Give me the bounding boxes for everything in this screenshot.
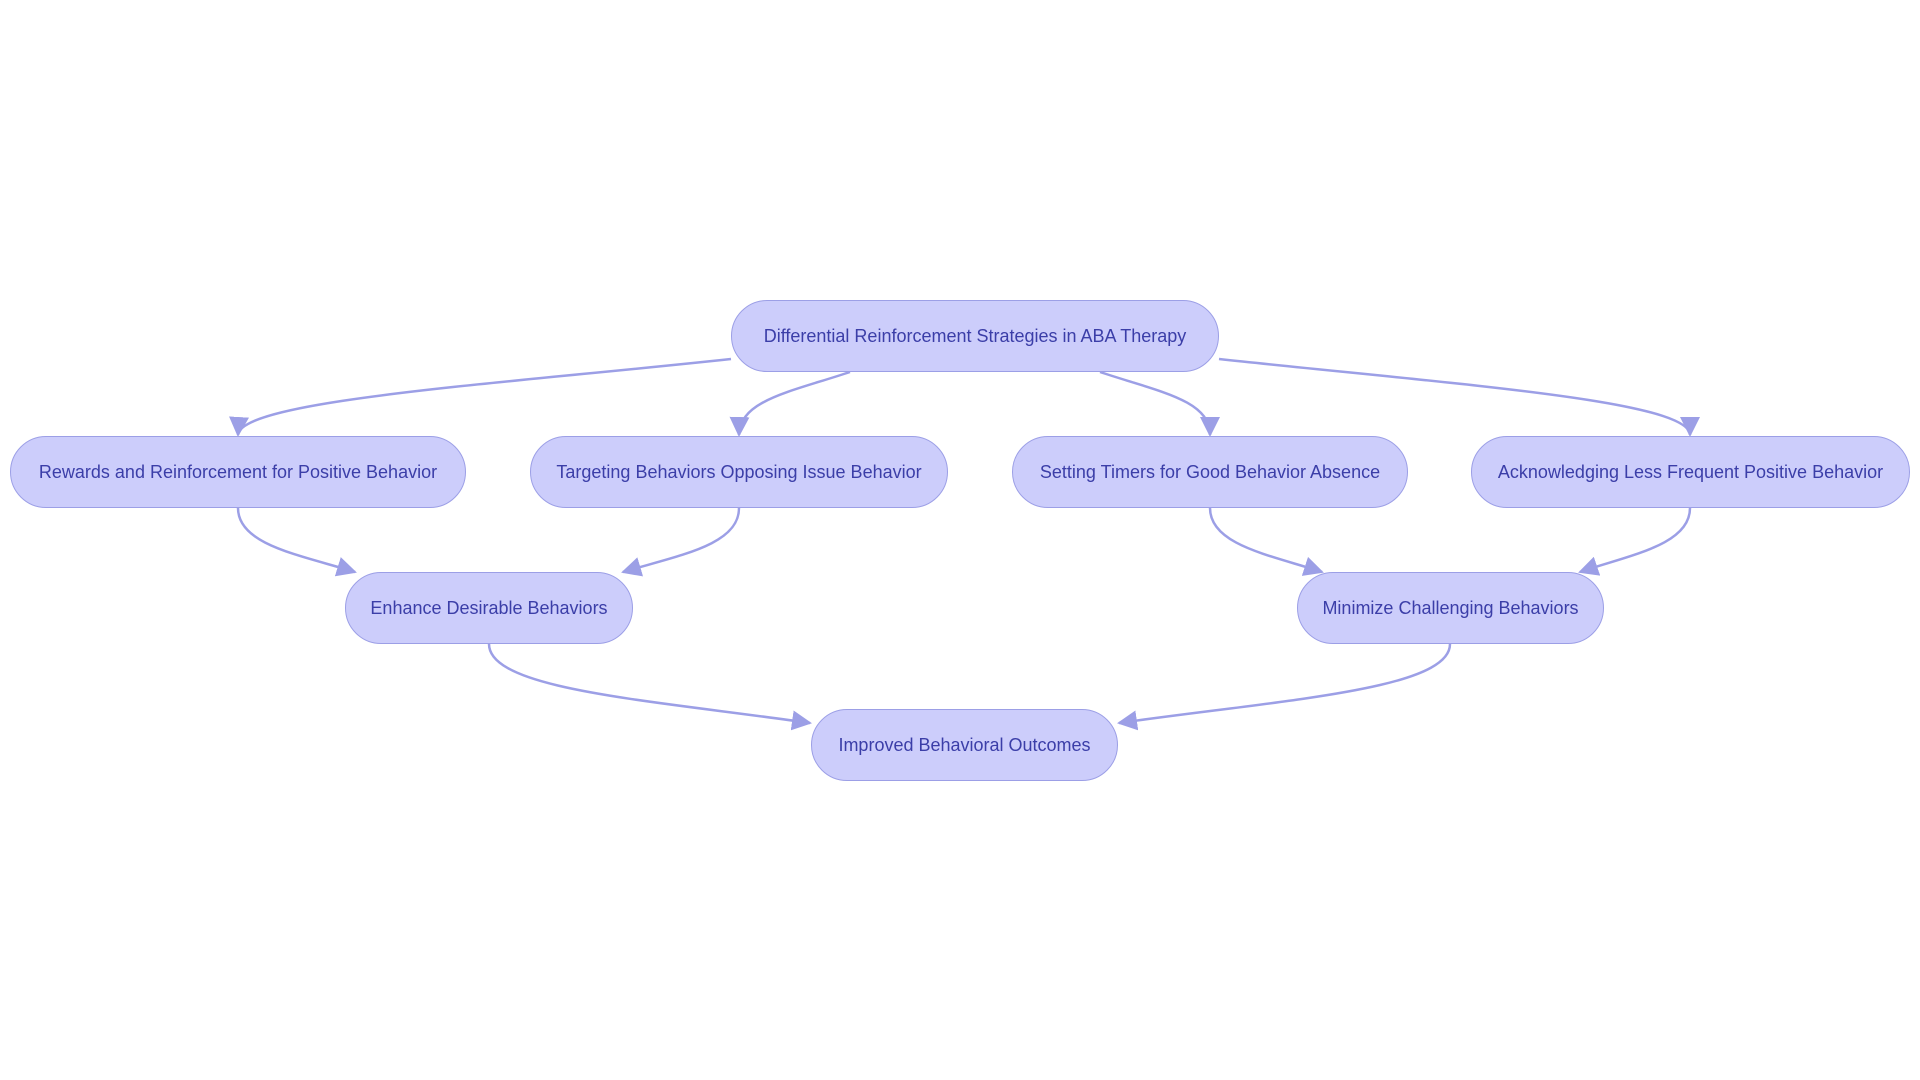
edge-root-to-timers bbox=[1099, 370, 1220, 437]
node-differential-reinforcement-strategies: Differential Reinforcement Strategies in… bbox=[731, 300, 1219, 372]
edge-root-to-targeting bbox=[729, 370, 851, 437]
node-rewards-and-reinforcement: Rewards and Reinforcement for Positive B… bbox=[10, 436, 466, 508]
edge-acknowledging-to-minimize bbox=[1578, 507, 1692, 576]
node-minimize-challenging-behaviors: Minimize Challenging Behaviors bbox=[1297, 572, 1604, 644]
edge-rewards-to-enhance bbox=[236, 507, 357, 577]
edge-root-to-rewards bbox=[229, 357, 732, 437]
node-improved-behavioral-outcomes: Improved Behavioral Outcomes bbox=[811, 709, 1118, 781]
edge-timers-to-minimize bbox=[1208, 507, 1324, 576]
node-setting-timers: Setting Timers for Good Behavior Absence bbox=[1012, 436, 1408, 508]
edge-enhance-to-outcomes bbox=[487, 643, 812, 731]
node-targeting-behaviors: Targeting Behaviors Opposing Issue Behav… bbox=[530, 436, 948, 508]
node-acknowledging-positive-behavior: Acknowledging Less Frequent Positive Beh… bbox=[1471, 436, 1910, 508]
edge-minimize-to-outcomes bbox=[1117, 643, 1452, 731]
node-enhance-desirable-behaviors: Enhance Desirable Behaviors bbox=[345, 572, 633, 644]
edge-root-to-acknowledging bbox=[1218, 357, 1700, 437]
edge-targeting-to-enhance bbox=[621, 507, 741, 577]
